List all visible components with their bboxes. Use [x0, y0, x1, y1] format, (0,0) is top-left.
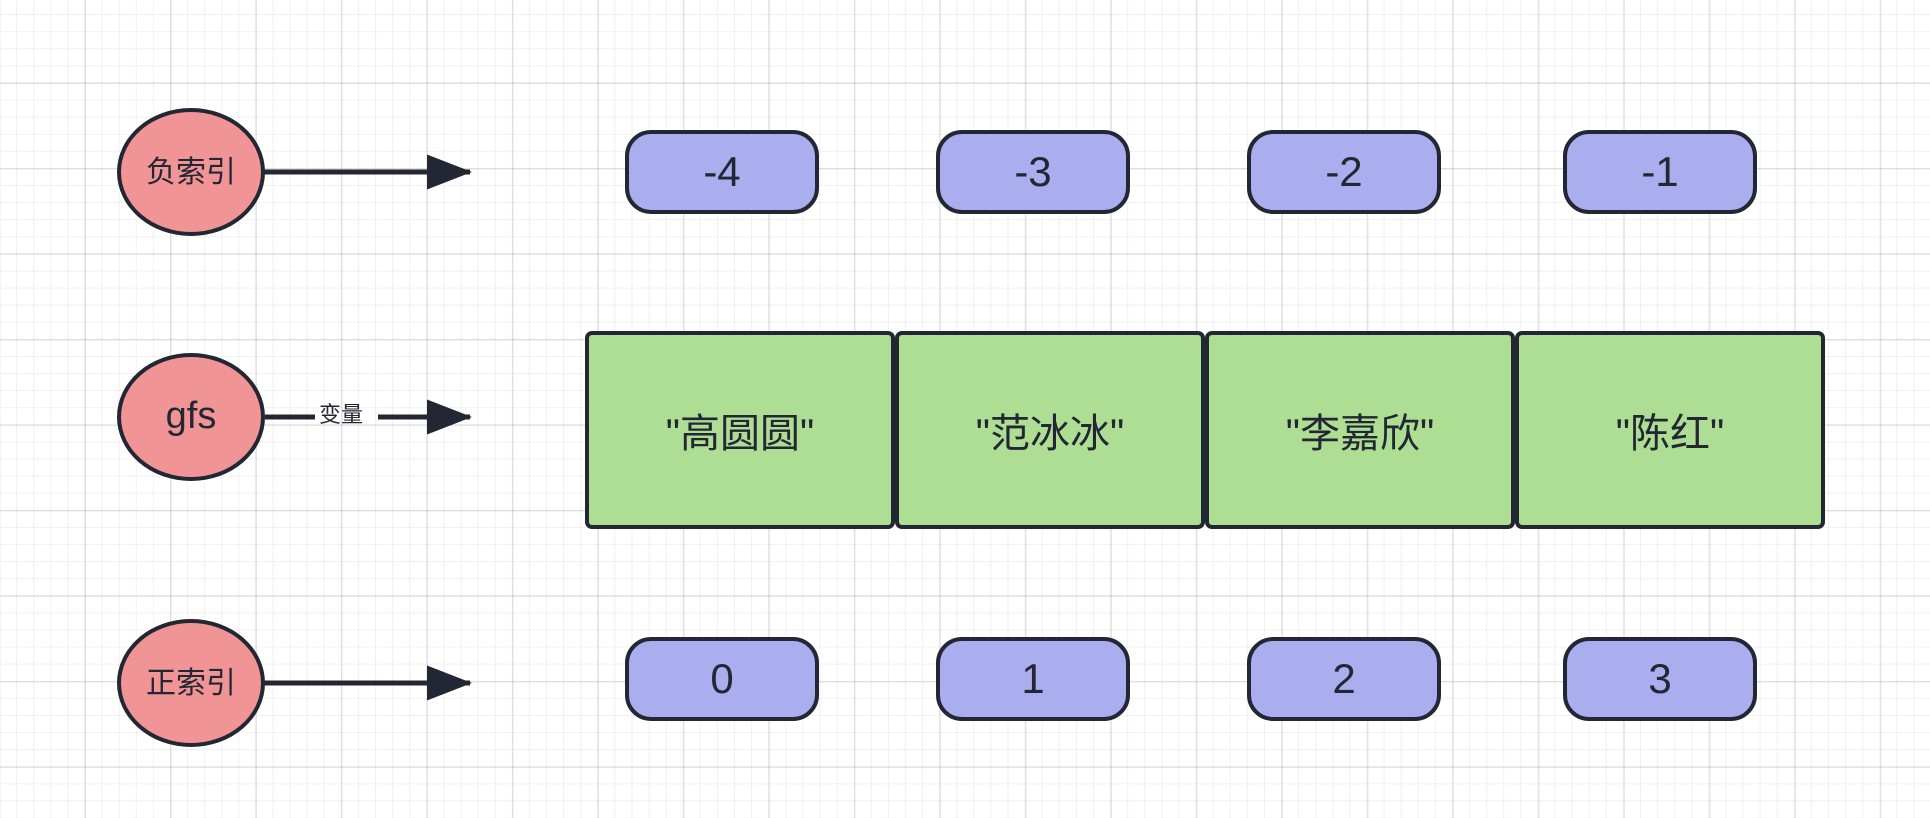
list-cell-3[interactable]: "陈红"	[1515, 331, 1825, 529]
node-gfs[interactable]: gfs	[117, 353, 265, 481]
negative-index-pill-2-label: -2	[1325, 148, 1363, 195]
edge-label-variable: 变量	[319, 402, 364, 427]
list-cell-3-value: "陈红"	[1615, 412, 1725, 456]
negative-index-pill-3[interactable]: -1	[1563, 130, 1757, 214]
negative-index-pill-0-label: -4	[703, 148, 741, 195]
positive-index-pill-3-label: 3	[1648, 655, 1672, 702]
list-cell-2-value: "李嘉欣"	[1285, 412, 1435, 456]
negative-index-pill-3-label: -1	[1641, 148, 1679, 195]
negative-index-pill-1-label: -3	[1014, 148, 1052, 195]
positive-index-pill-3[interactable]: 3	[1563, 637, 1757, 721]
positive-index-pill-0-label: 0	[710, 655, 734, 702]
list-cell-2[interactable]: "李嘉欣"	[1205, 331, 1515, 529]
node-negative-index[interactable]: 负索引	[117, 108, 265, 236]
list-cell-0[interactable]: "高圆圆"	[585, 331, 895, 529]
list-cell-0-value: "高圆圆"	[665, 412, 815, 456]
positive-index-pill-2-label: 2	[1332, 655, 1356, 702]
node-negative-index-label: 负索引	[146, 155, 236, 189]
negative-index-pill-2[interactable]: -2	[1247, 130, 1441, 214]
positive-index-pill-1[interactable]: 1	[936, 637, 1130, 721]
node-positive-index[interactable]: 正索引	[117, 619, 265, 747]
positive-index-pill-0[interactable]: 0	[625, 637, 819, 721]
positive-index-pill-2[interactable]: 2	[1247, 637, 1441, 721]
list-cell-1[interactable]: "范冰冰"	[895, 331, 1205, 529]
negative-index-pill-0[interactable]: -4	[625, 130, 819, 214]
node-positive-index-label: 正索引	[146, 666, 236, 700]
node-gfs-label: gfs	[165, 395, 217, 438]
positive-index-pill-1-label: 1	[1021, 655, 1045, 702]
negative-index-pill-1[interactable]: -3	[936, 130, 1130, 214]
list-cell-1-value: "范冰冰"	[975, 412, 1125, 456]
